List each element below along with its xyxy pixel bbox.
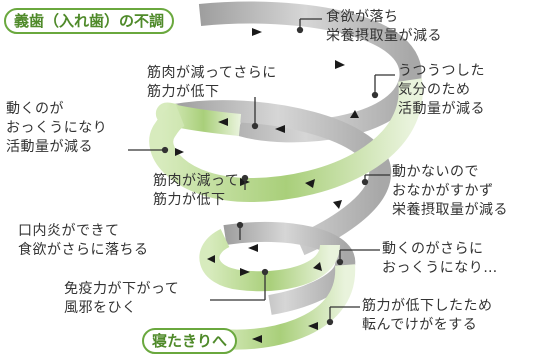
step-label-5: 筋肉が減って筋力が低下 bbox=[153, 173, 240, 208]
step-label-1: 食欲が落ち栄養摂取量が減る bbox=[326, 9, 442, 44]
ribbon-front-1b bbox=[149, 78, 423, 203]
end-pill: 寝たきりへ bbox=[142, 328, 238, 354]
step-label-10: 筋力が低下したため転んでけがをする bbox=[362, 298, 493, 333]
step-label-4: 動くのがおっくうになり活動量が減る bbox=[6, 101, 108, 155]
step-label-9: 免疫力が下がって風邪をひく bbox=[64, 281, 180, 316]
leader-lines bbox=[128, 18, 395, 326]
ribbon-back-3 bbox=[223, 221, 356, 315]
step-label-2: うつうつした気分のため活動量が減る bbox=[398, 63, 485, 117]
step-label-6: 動かないのでおなかがすかず栄養摂取量が減る bbox=[392, 164, 508, 218]
title-pill: 義歯（入れ歯）の不調 bbox=[4, 8, 175, 34]
step-label-8: 動くのがさらにおっくうになり… bbox=[382, 241, 498, 276]
step-label-3: 筋肉が減ってさらに筋力が低下 bbox=[147, 65, 277, 100]
step-label-7: 口内炎ができて食欲がさらに落ちる bbox=[18, 223, 149, 258]
